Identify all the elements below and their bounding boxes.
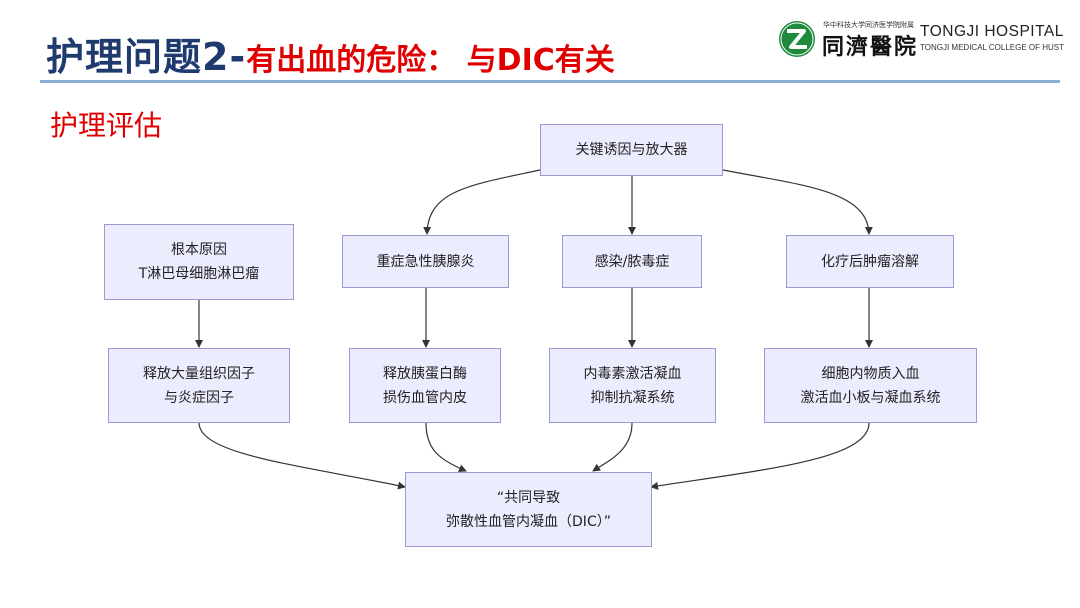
edge-release-dic [198, 422, 406, 490]
section-title: 护理评估 [50, 109, 163, 142]
page-title: 护理问题2-有出血的危险： 与DIC有关 [46, 26, 615, 81]
tongji-emblem-icon [779, 21, 815, 57]
edge-trigger-pancreatitis [423, 169, 541, 235]
logo-english-subname: TONGJI MEDICAL COLLEGE OF HUST [920, 43, 1065, 52]
node-sepsis: 感染/脓毒症 [562, 235, 702, 288]
hospital-logo: 华中科技大学同济医学院附属 同濟醫院 TONGJI HOSPITAL TONGJ… [778, 18, 1068, 62]
node-dic: “共同导致 弥散性血管内凝血（DIC）” [405, 472, 652, 547]
node-tumor-lysis: 化疗后肿瘤溶解 [786, 235, 954, 288]
header-divider [40, 80, 1060, 83]
node-release-factors: 释放大量组织因子 与炎症因子 [108, 348, 290, 423]
edge-cellcontents-dic [650, 422, 870, 490]
title-sub: 有出血的危险： 与DIC有关 [246, 43, 615, 78]
title-main: 护理问题2- [46, 35, 247, 79]
node-key-trigger: 关键诱因与放大器 [540, 124, 723, 176]
logo-chinese-name: 同濟醫院 [822, 34, 919, 60]
logo-english-name: TONGJI HOSPITAL [920, 23, 1064, 40]
edge-endotoxin-dic [592, 422, 633, 472]
node-endotoxin: 内毒素激活凝血 抑制抗凝系统 [549, 348, 716, 423]
logo-small-text: 华中科技大学同济医学院附属 [823, 21, 914, 29]
node-trypsin: 释放胰蛋白酶 损伤血管内皮 [349, 348, 501, 423]
node-pancreatitis: 重症急性胰腺炎 [342, 235, 509, 288]
edge-trigger-tumorlysis [722, 169, 873, 235]
edge-trypsin-dic [425, 422, 467, 472]
node-root-cause: 根本原因 T淋巴母细胞淋巴瘤 [104, 224, 294, 300]
node-cell-contents: 细胞内物质入血 激活血小板与凝血系统 [764, 348, 977, 423]
